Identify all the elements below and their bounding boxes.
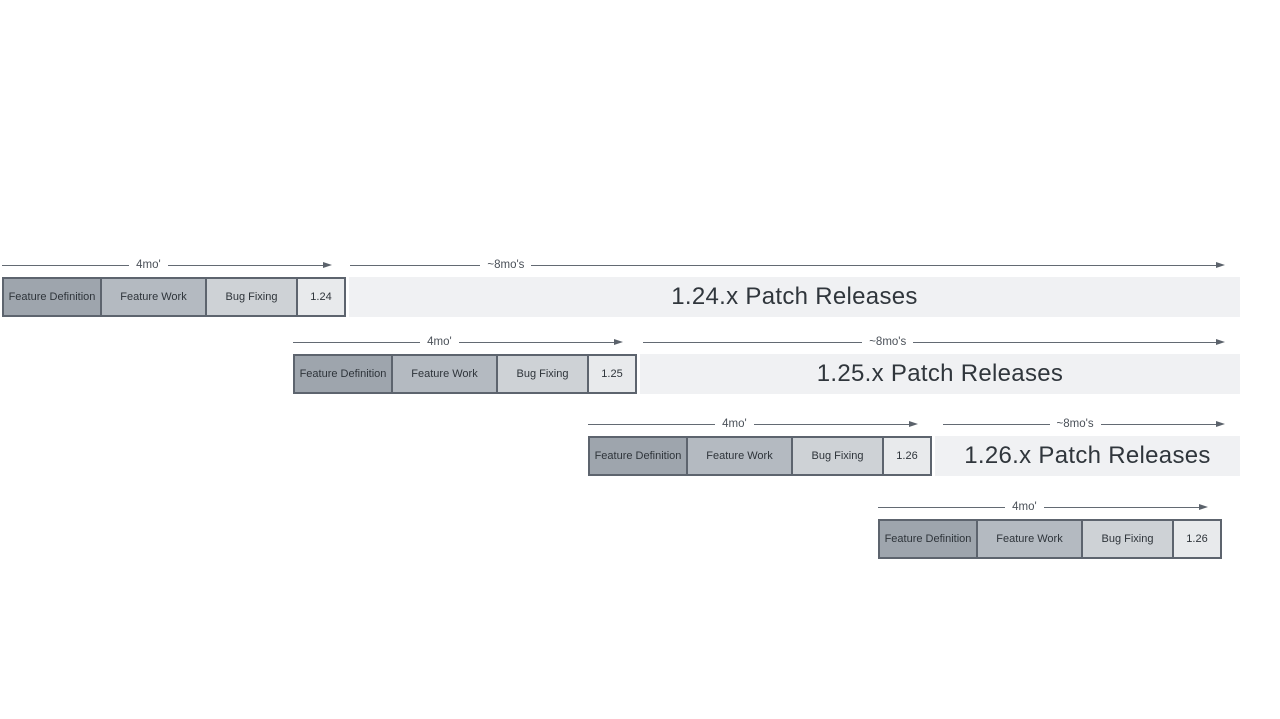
arrow-line [753,423,909,425]
arrow-line [643,341,863,343]
arrow-line [1043,506,1199,508]
arrowhead-icon [614,339,623,345]
phase-feature-work: Feature Work [100,277,207,317]
phase-label: Bug Fixing [811,449,864,462]
dev-duration-label: 4mo' [722,418,747,431]
phase-bug-fixing: Bug Fixing [496,354,589,394]
phase-feature-definition: Feature Definition [878,519,978,559]
dev-duration-label: 4mo' [427,336,452,349]
phase-feature-work: Feature Work [686,436,793,476]
patch-releases-label: 1.26.x Patch Releases [964,442,1211,469]
patch-window-arrow: ~8mo's [943,412,1225,436]
timeline-arrows: 4mo' ~8mo's [293,330,1240,354]
dev-duration-label: 4mo' [1012,501,1037,514]
phase-feature-definition: Feature Definition [2,277,102,317]
dev-cycle-arrow: 4mo' [878,495,1208,519]
arrow-line [913,341,1216,343]
release-row-1-25: 4mo' ~8mo's Feature Definition Feature W… [293,330,1240,394]
phase-label: Feature Definition [299,367,387,380]
version-box: 1.26 [882,436,932,476]
phase-label: Bug Fixing [1101,532,1154,545]
phase-label: Feature Work [996,532,1063,545]
patch-releases-label: 1.24.x Patch Releases [671,283,918,310]
patch-window-arrow: ~8mo's [643,330,1225,354]
phase-bug-fixing: Bug Fixing [791,436,884,476]
arrowhead-icon [909,421,918,427]
release-track: Feature Definition Feature Work Bug Fixi… [2,277,1240,317]
dev-cycle-arrow: 4mo' [2,253,332,277]
arrow-line [878,506,1006,508]
arrowhead-icon [1215,262,1225,268]
arrow-line [2,264,130,266]
patch-releases-bar: 1.24.x Patch Releases [349,277,1240,317]
version-label: 1.24 [310,290,332,303]
release-row-1-24: 4mo' ~8mo's Feature Definition Feature W… [2,253,1240,317]
arrow-line [588,423,716,425]
patch-duration-label: ~8mo's [487,259,525,272]
patch-duration-label: ~8mo's [1056,418,1094,431]
timeline-arrows: 4mo' [878,495,1228,519]
patch-releases-bar: 1.26.x Patch Releases [935,436,1240,476]
arrow-line [458,341,614,343]
version-label: 1.26 [1186,532,1208,545]
version-box: 1.25 [587,354,637,394]
patch-releases-label: 1.25.x Patch Releases [816,360,1064,387]
release-track: Feature Definition Feature Work Bug Fixi… [588,436,1240,476]
arrowhead-icon [1215,339,1225,345]
dev-duration-label: 4mo' [136,259,161,272]
version-label: 1.25 [601,367,623,380]
arrowhead-icon [1199,504,1208,510]
patch-duration-label: ~8mo's [869,336,907,349]
arrow-line [1100,423,1216,425]
phase-bug-fixing: Bug Fixing [1081,519,1174,559]
dev-cycle-arrow: 4mo' [588,412,918,436]
phase-label: Feature Work [120,290,187,303]
arrow-line [167,264,323,266]
version-label: 1.26 [896,449,918,462]
release-track: Feature Definition Feature Work Bug Fixi… [878,519,1228,559]
phase-feature-definition: Feature Definition [588,436,688,476]
phase-label: Feature Work [706,449,773,462]
patch-window-arrow: ~8mo's [350,253,1225,277]
dev-cycle-arrow: 4mo' [293,330,623,354]
release-track: Feature Definition Feature Work Bug Fixi… [293,354,1240,394]
version-box: 1.24 [296,277,346,317]
phase-label: Feature Definition [8,290,96,303]
release-row-1-26: 4mo' ~8mo's Feature Definition Feature W… [588,412,1240,476]
arrow-line [531,264,1216,266]
arrowhead-icon [1215,421,1225,427]
phase-label: Feature Definition [594,449,682,462]
phase-feature-work: Feature Work [976,519,1083,559]
phase-feature-work: Feature Work [391,354,498,394]
release-row-next: 4mo' Feature Definition Feature Work Bug… [878,495,1228,559]
phase-bug-fixing: Bug Fixing [205,277,298,317]
phase-label: Feature Work [411,367,478,380]
phase-label: Bug Fixing [225,290,278,303]
phase-feature-definition: Feature Definition [293,354,393,394]
phase-label: Feature Definition [884,532,972,545]
arrow-line [943,423,1050,425]
timeline-arrows: 4mo' ~8mo's [2,253,1240,277]
patch-releases-bar: 1.25.x Patch Releases [640,354,1240,394]
phase-label: Bug Fixing [516,367,569,380]
timeline-arrows: 4mo' ~8mo's [588,412,1240,436]
version-box: 1.26 [1172,519,1222,559]
arrowhead-icon [323,262,332,268]
arrow-line [293,341,421,343]
arrow-line [350,264,481,266]
